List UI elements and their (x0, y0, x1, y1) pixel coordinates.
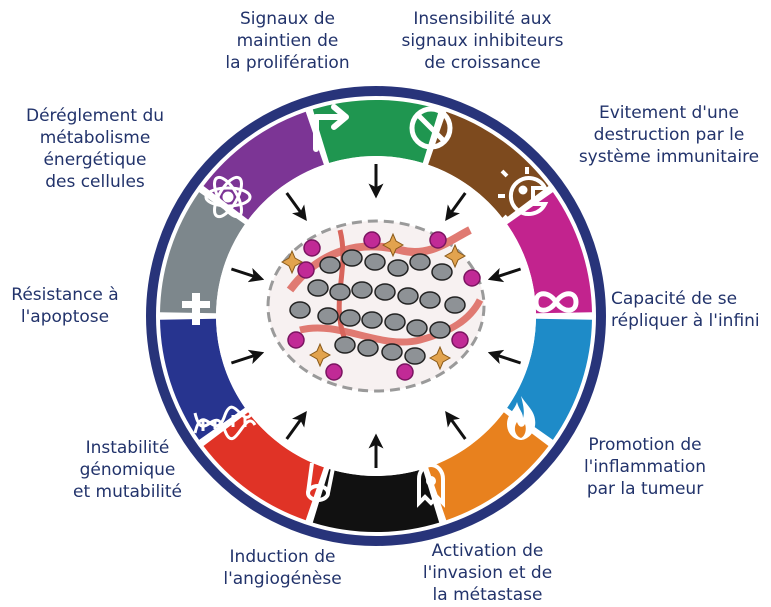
segment-invasion (312, 469, 440, 533)
atom-icon (204, 175, 252, 219)
inward-arrows (230, 164, 522, 468)
tumor-cell (364, 253, 386, 271)
label-sustaining-proliferative-signaling: Signaux de maintien de la prolifération (225, 9, 350, 73)
tumor-microenvironment-illustration (266, 219, 486, 393)
tumor-cell (387, 259, 409, 277)
fibroblast-cell (280, 249, 304, 275)
label-avoiding-immune-destruction: Evitement d'une destruction par le systè… (578, 103, 760, 167)
tumor-cell (307, 279, 329, 297)
hallmark-segments (160, 99, 592, 533)
label-replicative-immortality: Capacité de se répliquer à l'infini (611, 289, 760, 331)
immune-cell (303, 239, 321, 257)
immune-cell (363, 231, 381, 249)
label-resisting-cell-death: Résistance à l'apoptose (11, 285, 119, 327)
segment-apoptosis (160, 192, 245, 314)
segment-metabolism (203, 111, 324, 220)
immune-cell (463, 269, 481, 287)
arrow-to-center (445, 411, 467, 440)
arrow-to-center (487, 267, 522, 283)
tumor-cell (334, 336, 356, 354)
fibroblast-cell (381, 232, 405, 258)
tumor-cell (406, 319, 428, 337)
tumor-cell (429, 321, 451, 339)
tumor-cell (431, 263, 453, 281)
segment-immune (507, 192, 592, 314)
cross-icon (182, 293, 210, 325)
segment-growth_suppressors (428, 111, 549, 220)
tumor-cell (381, 343, 403, 361)
immune-cell (297, 261, 315, 279)
arrow-to-center (487, 349, 522, 365)
flame-icon (507, 396, 536, 440)
tumor-cell (357, 339, 379, 357)
tumor-cell (409, 253, 431, 271)
tumor-cell (339, 309, 361, 327)
tumor-cell (374, 283, 396, 301)
blood-vessel-icon (306, 462, 336, 502)
label-angiogenesis: Induction de l'angiogénèse (223, 547, 342, 589)
prohibition-icon (409, 106, 453, 150)
tumor-cell (397, 287, 419, 305)
arrow-to-center (445, 192, 467, 221)
ghost-cell-icon (417, 463, 445, 508)
tumor-cell (444, 296, 466, 314)
tumor-cell (384, 313, 406, 331)
tumor-cell (351, 281, 373, 299)
tumor-cell (329, 283, 351, 301)
label-genome-instability: Instabilité génomique et mutabilité (72, 438, 183, 502)
infinity-icon (533, 291, 579, 313)
immune-cell (451, 331, 469, 349)
label-deregulating-energetics: Déréglement du métabolisme énergétique d… (25, 106, 165, 192)
arrow-to-center (285, 411, 307, 440)
label-invasion-metastasis: Activation de l'invasion et de la métast… (422, 541, 553, 605)
label-tumor-promoting-inflammation: Promotion de l'inflammation par la tumeu… (583, 435, 707, 499)
tumor-cell (361, 311, 383, 329)
fibroblast-cell (308, 342, 332, 368)
tumor-cell (319, 256, 341, 274)
arrow-to-center (285, 192, 307, 221)
immune-cell (429, 231, 447, 249)
tumor-cell (341, 249, 363, 267)
tumor-cell (404, 347, 426, 365)
dna-helix-icon (193, 404, 257, 441)
immune-cell (396, 363, 414, 381)
segment-genome (160, 318, 245, 440)
label-evading-growth-suppressors: Insensibilité aux signaux inhibiteurs de… (401, 9, 564, 73)
tumor-cell (419, 291, 441, 309)
tumor-cell (289, 301, 311, 319)
immune-cell (325, 363, 343, 381)
immune-cell-icon (498, 167, 549, 223)
immune-cell (287, 331, 305, 349)
arrow-to-center (230, 267, 265, 283)
fibroblast-cell (443, 243, 467, 269)
tumor-cell (317, 307, 339, 325)
blood-vessel (299, 298, 484, 346)
turn-arrow-icon (313, 104, 349, 152)
arrow-to-center (230, 349, 265, 365)
fibroblast-cell (428, 345, 452, 371)
